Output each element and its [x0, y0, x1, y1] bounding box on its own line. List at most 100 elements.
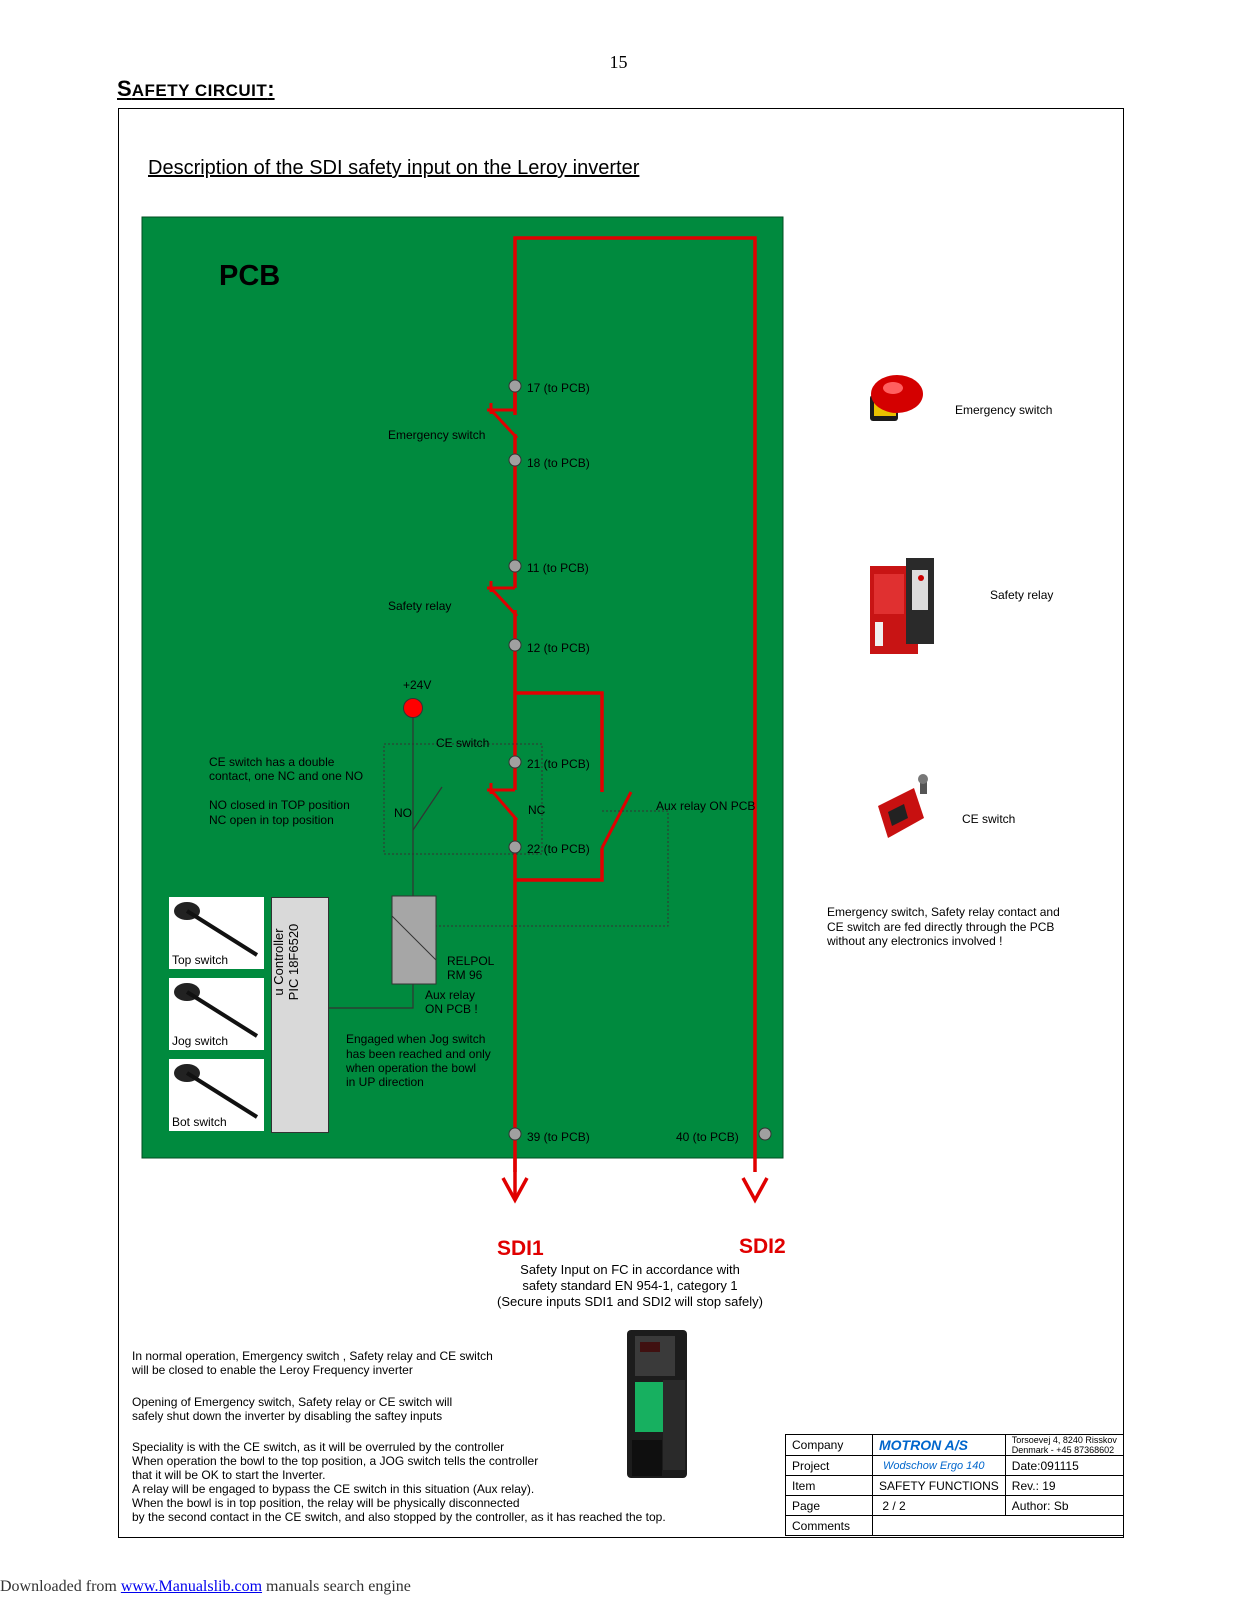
comments-label: Comments	[785, 1515, 873, 1536]
paragraph-3-line-1: Speciality is with the CE switch, as it …	[132, 1440, 505, 1454]
ce-nc-contact-blade	[489, 789, 519, 821]
company-address: Torsoevej 4, 8240 Risskov Denmark - +45 …	[1004, 1434, 1124, 1456]
paragraph-1-line-1: In normal operation, Emergency switch , …	[132, 1349, 493, 1363]
page-frame	[118, 108, 1124, 1538]
terminal-17	[508, 379, 522, 393]
item-label: Item	[785, 1475, 873, 1496]
terminal-21-label: 21 (to PCB)	[527, 757, 590, 771]
section-title: SAFETY CIRCUIT:	[117, 76, 275, 102]
engaged-note-line-4: in UP direction	[346, 1075, 424, 1089]
jog-switch-label: Jog switch	[172, 1034, 229, 1048]
fed-note-line-2: CE switch are fed directly through the P…	[827, 919, 1055, 934]
emergency-switch-photo-caption: Emergency switch	[955, 403, 1053, 417]
engaged-note-line-2: has been reached and only	[346, 1047, 491, 1061]
aux-relay-coil	[391, 895, 437, 985]
safety-relay-contact-blade	[489, 586, 519, 618]
aux-relay-label-1: Aux relay	[425, 988, 476, 1002]
paragraph-3-line-4: A relay will be engaged to bypass the CE…	[132, 1482, 535, 1496]
nc-label: NC	[528, 803, 546, 817]
comments-value	[872, 1515, 1124, 1536]
top-switch-card: Top switch	[169, 897, 264, 969]
title-block-row-project: Project Wodschow Ergo 140 Date:091115	[785, 1455, 1124, 1476]
terminal-12	[508, 638, 522, 652]
terminal-11	[508, 559, 522, 573]
sdi-loop-wire	[513, 236, 757, 1172]
terminal-18-label: 18 (to PCB)	[527, 456, 590, 470]
limit-switch-icon	[174, 983, 259, 1038]
ce-note-line-1: CE switch has a double	[209, 755, 335, 769]
footer-suffix: manuals search engine	[262, 1578, 411, 1595]
terminal-40-label: 40 (to PCB)	[676, 1130, 739, 1144]
terminal-11-label: 11 (to PCB)	[527, 561, 589, 575]
safety-input-note: Safety Input on FC in accordance with sa…	[470, 1262, 790, 1310]
controller-label: u Controller PIC 18F6520	[271, 844, 301, 1080]
terminal-22-label: 22 (to PCB)	[527, 842, 590, 856]
plus24v-terminal	[403, 698, 423, 718]
paragraph-3-line-3: that it will be OK to start the Inverter…	[132, 1468, 326, 1482]
title-block-row-comments: Comments	[785, 1515, 1124, 1536]
ce-switch-label: CE switch	[436, 736, 490, 750]
company-label: Company	[785, 1434, 873, 1456]
controller-label-2: PIC 18F6520	[286, 923, 301, 1001]
paragraph-2-line-1: Opening of Emergency switch, Safety rela…	[132, 1395, 453, 1409]
title-block-row-company: Company MOTRON A/S Torsoevej 4, 8240 Ris…	[785, 1434, 1124, 1456]
fed-note-line-3: without any electronics involved !	[827, 934, 1003, 948]
controller-box	[271, 897, 329, 1133]
safety-input-note-line-3: (Secure inputs SDI1 and SDI2 will stop s…	[497, 1294, 763, 1309]
sdi2-label: SDI2	[739, 1235, 786, 1258]
paragraph-1: In normal operation, Emergency switch , …	[132, 1349, 493, 1377]
fed-note-line-1: Emergency switch, Safety relay contact a…	[827, 905, 1060, 919]
top-switch-label: Top switch	[172, 953, 229, 967]
ce-switch-photo	[878, 774, 928, 838]
relpol-label-1: RELPOL	[447, 954, 495, 968]
terminal-22	[508, 840, 522, 854]
safety-input-note-line-1: Safety Input on FC in accordance with	[520, 1262, 740, 1277]
manualslib-link[interactable]: www.Manualslib.com	[120, 1578, 263, 1595]
engaged-note-line-1: Engaged when Jog switch	[346, 1032, 486, 1046]
aux-relay-contact-blade	[600, 791, 633, 849]
limit-switch-icon	[174, 902, 259, 957]
section-title-colon: :	[267, 76, 275, 101]
page-value: 2 / 2	[872, 1495, 1006, 1516]
paragraph-3: Speciality is with the CE switch, as it …	[132, 1440, 666, 1524]
paragraph-3-line-6: by the second contact in the CE switch, …	[132, 1510, 666, 1524]
paragraph-2-line-2: safely shut down the inverter by disabli…	[132, 1409, 443, 1423]
fed-note: Emergency switch, Safety relay contact a…	[827, 905, 1060, 949]
footer-prefix: Downloaded from	[0, 1578, 121, 1595]
sdi1-label: SDI1	[497, 1237, 544, 1260]
author-value: Author: Sb	[1004, 1495, 1124, 1516]
item-value: SAFETY FUNCTIONS	[872, 1475, 1006, 1496]
paragraph-1-line-2: will be closed to enable the Leroy Frequ…	[132, 1363, 413, 1377]
ce-switch-box	[383, 743, 543, 855]
aux-bypass-return	[515, 848, 604, 882]
aux-relay-on-pcb-label: Aux relay ON PCB	[656, 799, 756, 813]
terminal-12-label: 12 (to PCB)	[527, 641, 590, 655]
download-footer: Downloaded from www.Manualslib.com manua…	[0, 1578, 411, 1596]
bot-switch-label: Bot switch	[172, 1115, 227, 1129]
terminal-40	[758, 1127, 772, 1141]
title-block-row-page: Page 2 / 2 Author: Sb	[785, 1495, 1124, 1516]
terminal-39-label: 39 (to PCB)	[527, 1130, 590, 1144]
controller-to-coil-wire	[329, 984, 414, 1009]
safety-relay-photo	[870, 558, 934, 654]
emergency-switch-photo	[870, 375, 923, 421]
aux-relay-linkage	[436, 810, 669, 927]
terminal-21	[508, 755, 522, 769]
no-label: NO	[394, 806, 412, 820]
sdi2-arrowhead	[741, 1177, 769, 1204]
ce-switch-photo-caption: CE switch	[962, 812, 1016, 826]
safety-input-note-line-2: safety standard EN 954-1, category 1	[522, 1278, 738, 1293]
relpol-label-2: RM 96	[447, 968, 483, 982]
terminal-18	[508, 453, 522, 467]
terminal-39	[508, 1127, 522, 1141]
paragraph-2: Opening of Emergency switch, Safety rela…	[132, 1395, 452, 1423]
aux-bypass-wire	[515, 691, 604, 792]
project-name: Wodschow Ergo 140	[872, 1455, 1006, 1476]
terminal-dots	[508, 379, 772, 1141]
safety-relay-label: Safety relay	[388, 599, 452, 613]
limit-switch-icon	[174, 1064, 259, 1119]
engaged-note-line-3: when operation the bowl	[346, 1061, 477, 1075]
title-block: Company MOTRON A/S Torsoevej 4, 8240 Ris…	[785, 1434, 1124, 1536]
no-contact-blade	[412, 786, 443, 831]
plus24v-label: +24V	[403, 678, 432, 692]
